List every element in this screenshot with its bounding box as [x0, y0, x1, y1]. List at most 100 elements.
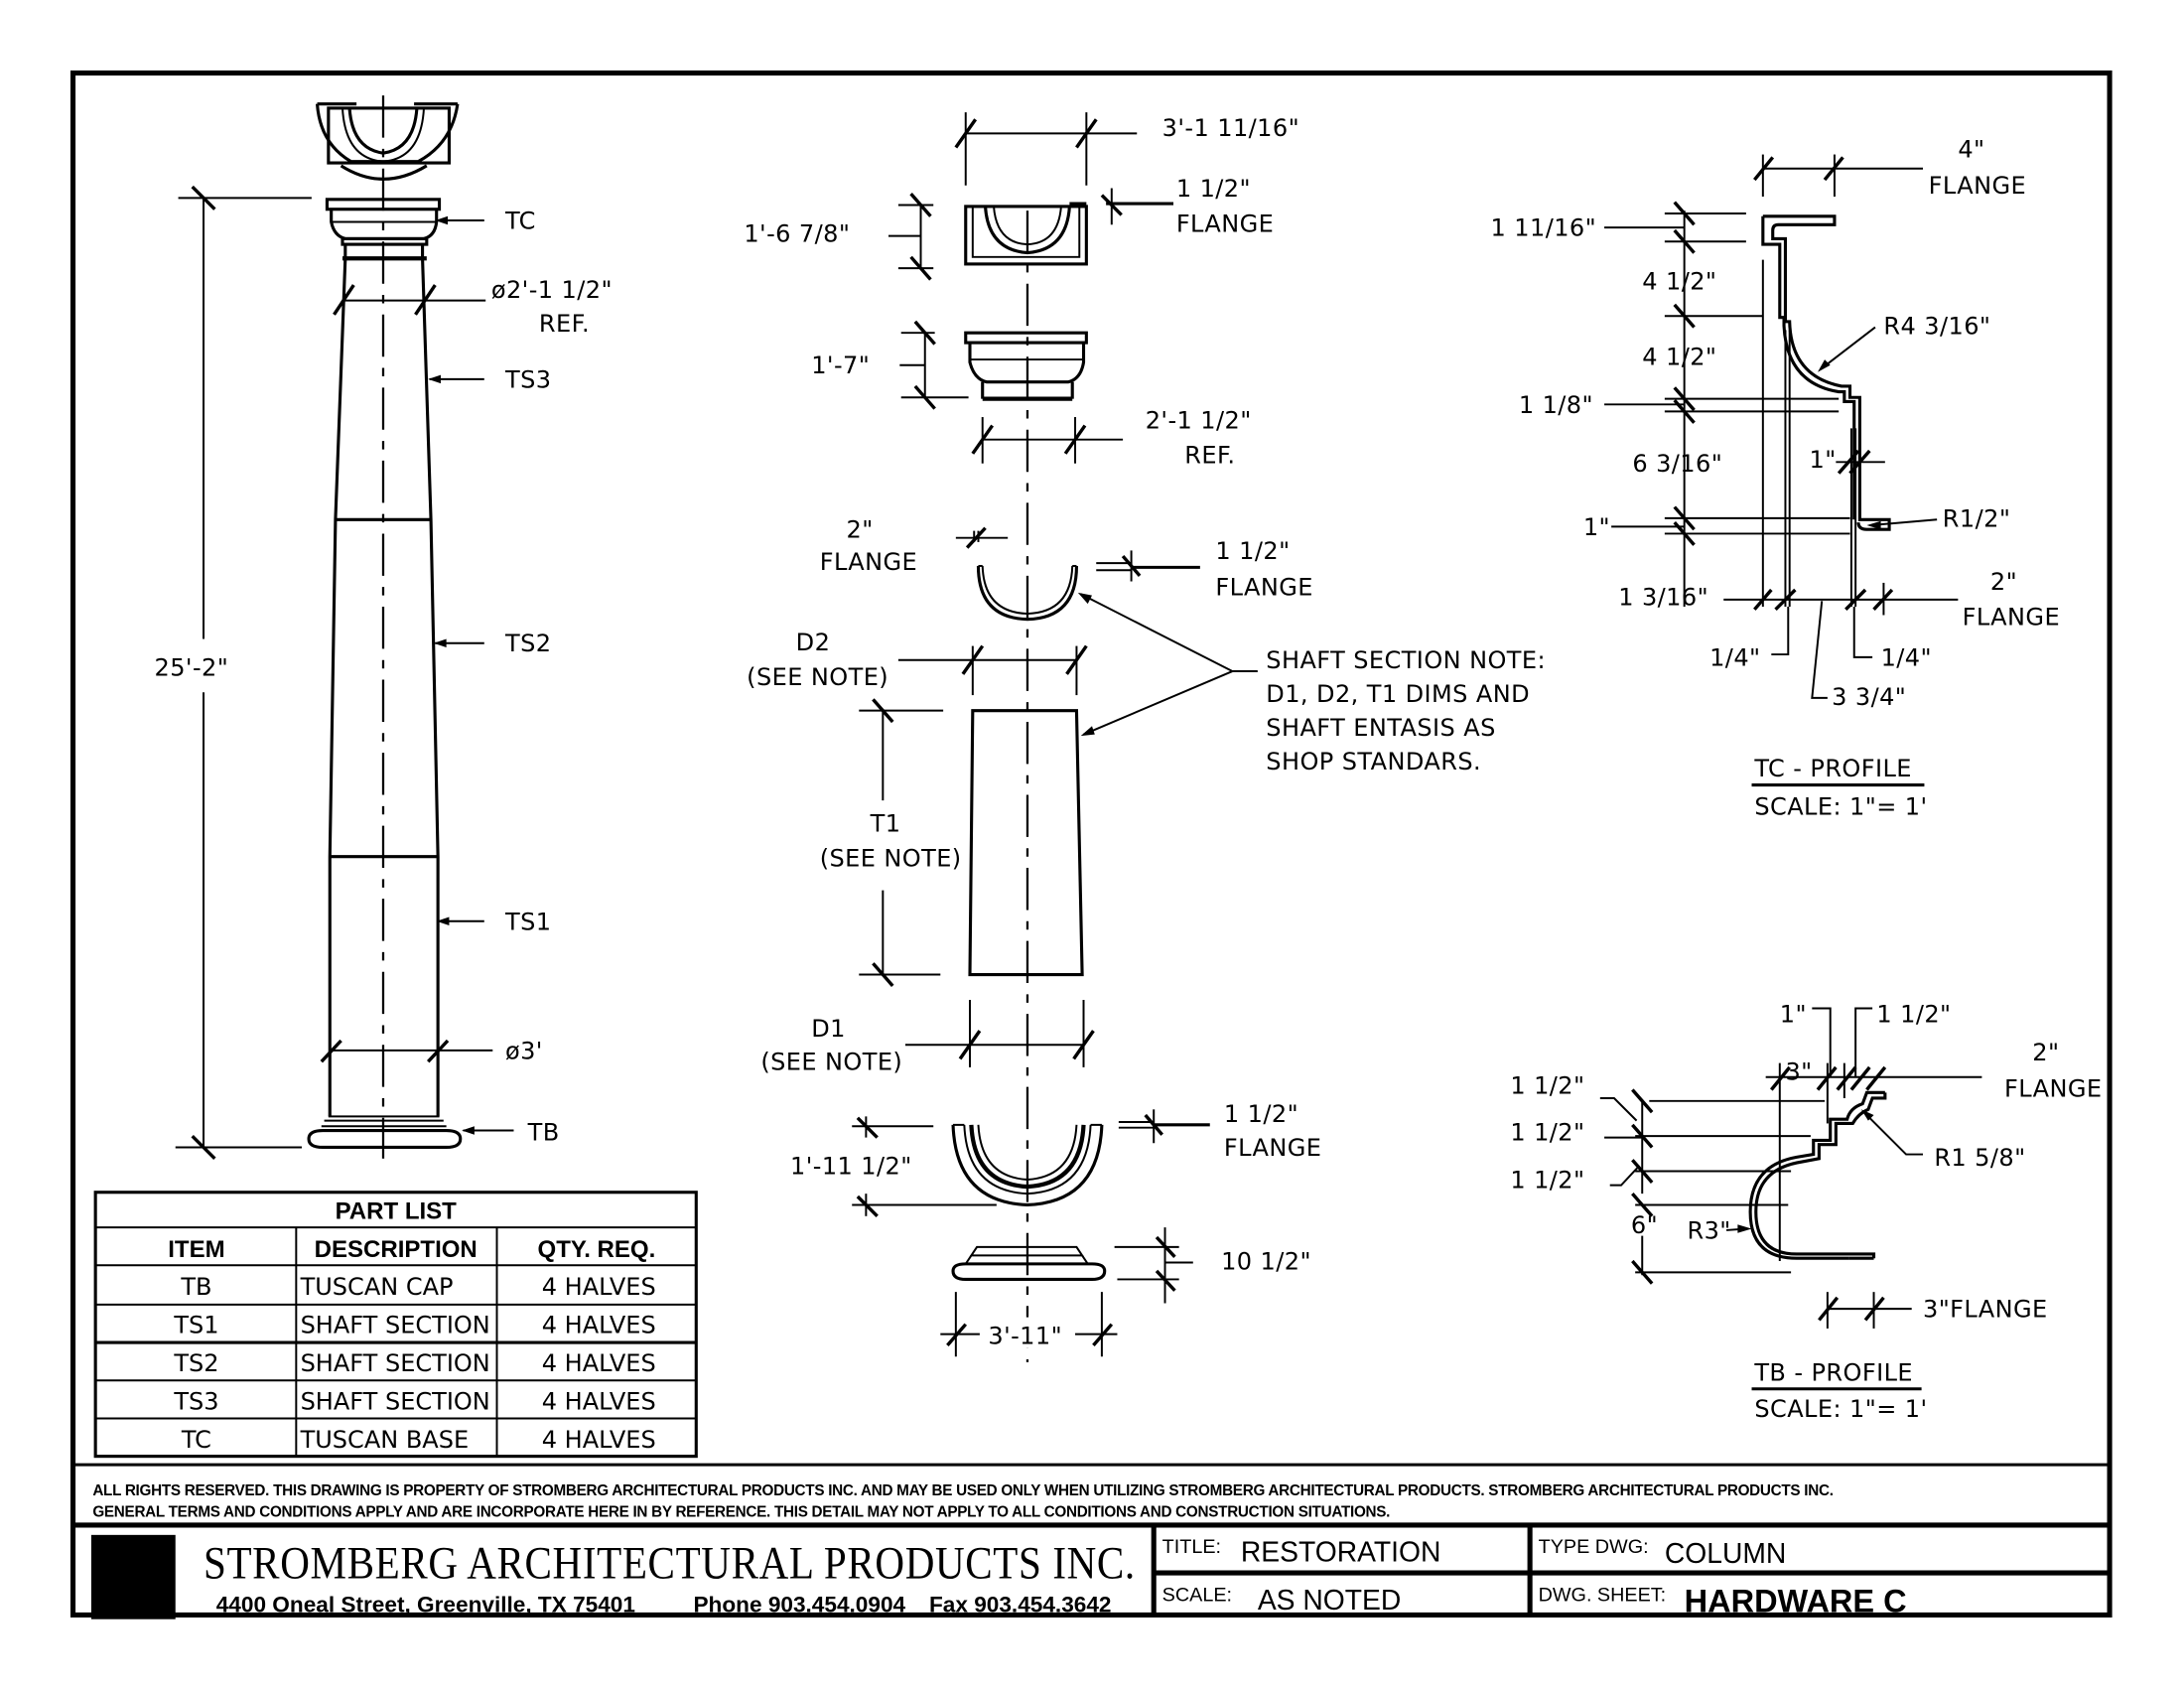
- tb-radius-3: R3": [1687, 1216, 1730, 1244]
- capital-height-label: 1'-7": [811, 352, 870, 379]
- overall-height-label: 25'-2": [155, 653, 229, 681]
- part-item: TS3: [173, 1387, 218, 1415]
- shaft-section-note: SHAFT SECTION NOTE: D1, D2, T1 DIMS AND …: [1077, 592, 1546, 775]
- type-dwg-label: TYPE DWG:: [1539, 1536, 1649, 1558]
- part-qty: 4 HALVES: [542, 1311, 656, 1338]
- part-qty: 4 HALVES: [542, 1273, 656, 1301]
- exploded-shaft-plan: 2" FLANGE 1 1/2" FLANGE: [820, 516, 1312, 622]
- column-elevation: 25'-2" ø2'-1 1/2" REF. ø3' TC TS3 TS2 TS…: [155, 95, 613, 1161]
- part-description: TUSCAN BASE: [300, 1426, 470, 1454]
- type-dwg-value: COLUMN: [1665, 1537, 1786, 1569]
- tc-flange-top-label: 4": [1958, 135, 1984, 163]
- part-description: SHAFT SECTION: [301, 1387, 490, 1415]
- tb-profile-title: TB - PROFILE: [1753, 1358, 1913, 1386]
- note-line-4: SHOP STANDARS.: [1266, 748, 1481, 775]
- shaft-flange-left-label: 2": [847, 516, 874, 544]
- company-logo-block: [90, 1534, 176, 1619]
- base-width-label: 3'-11": [988, 1322, 1062, 1349]
- base-plan-flange-word: FLANGE: [1224, 1134, 1321, 1162]
- cap-height-label: 1'-6 7/8": [744, 219, 850, 247]
- part-description: SHAFT SECTION: [301, 1311, 490, 1338]
- elevation-capital: [325, 198, 442, 261]
- capital-neck-label: 2'-1 1/2": [1146, 406, 1252, 434]
- part-qty: 4 HALVES: [542, 1349, 656, 1377]
- bottom-diameter-label: ø3': [505, 1037, 543, 1064]
- tb-rise-1: 1 1/2": [1510, 1072, 1584, 1100]
- exploded-cap-halfshell: 3'-1 11/16" 1'-6 7/8" 1 1/2" FLANGE: [744, 112, 1299, 281]
- callout-ts3: TS3: [504, 365, 551, 393]
- callout-ts1: TS1: [504, 908, 551, 935]
- tc-flange-bottom-label: 2": [1990, 568, 2017, 596]
- table-row: TS3 SHAFT SECTION 4 HALVES: [173, 1387, 655, 1415]
- elevation-callouts: TC TS3 TS2 TS1 TB: [428, 208, 560, 1146]
- shaft-flange-right-label: 1 1/2": [1215, 537, 1290, 565]
- scale-label: SCALE:: [1162, 1584, 1232, 1606]
- part-list-title: PART LIST: [336, 1198, 458, 1225]
- shaft-flange-left-word: FLANGE: [820, 548, 917, 576]
- part-item: TS2: [173, 1349, 218, 1377]
- part-qty: 4 HALVES: [542, 1387, 656, 1415]
- note-line-2: D1, D2, T1 DIMS AND: [1266, 680, 1530, 708]
- part-item: TC: [181, 1426, 211, 1454]
- tc-flange-top-word: FLANGE: [1929, 172, 2026, 200]
- dwg-sheet-label: DWG. SHEET:: [1539, 1584, 1667, 1606]
- tb-dim-1-1-2-top: 1 1/2": [1876, 1001, 1951, 1029]
- tb-radius-1-5-8: R1 5/8": [1934, 1144, 2025, 1172]
- title-block: ALL RIGHTS RESERVED. THIS DRAWING IS PRO…: [72, 1463, 2111, 1619]
- sheet-border: [69, 70, 2113, 1618]
- tb-dim-1: 1": [1780, 1001, 1807, 1029]
- d1-dimension: D1 (SEE NOTE): [760, 999, 1095, 1076]
- tc-dim-1-4-right: 1/4": [1881, 643, 1932, 671]
- part-list-header-description: DESCRIPTION: [315, 1236, 478, 1263]
- tb-flange-bottom: 3"FLANGE: [1923, 1296, 2048, 1324]
- callout-tb: TB: [527, 1118, 560, 1146]
- table-row: TC TUSCAN BASE 4 HALVES: [181, 1426, 656, 1454]
- dwg-sheet-value: HARDWARE C: [1685, 1584, 1907, 1619]
- disclaimer-line-1: ALL RIGHTS RESERVED. THIS DRAWING IS PRO…: [92, 1482, 1833, 1499]
- tb-flange-top-word: FLANGE: [2004, 1075, 2102, 1103]
- elevation-shaft: [328, 258, 440, 1117]
- top-diameter-label: ø2'-1 1/2": [491, 276, 613, 304]
- tc-profile-detail: 4" FLANGE 1 11/16" 4 1/2" 4 1/2" 1 1/8" …: [1491, 135, 2060, 820]
- bottom-diameter-dimension: ø3': [320, 1037, 543, 1064]
- tb-dim-3: 3": [1785, 1058, 1812, 1086]
- cap-width-label: 3'-1 11/16": [1162, 114, 1299, 142]
- d1-label: D1: [811, 1015, 846, 1043]
- company-fax: Fax 903.454.3642: [929, 1593, 1112, 1618]
- tc-radius-4-3-16: R4 3/16": [1883, 313, 1990, 341]
- t1-label: T1: [870, 809, 901, 837]
- tb-rise-3: 1 1/2": [1510, 1167, 1584, 1195]
- callout-ts2: TS2: [504, 630, 551, 657]
- note-line-1: SHAFT SECTION NOTE:: [1266, 646, 1546, 674]
- part-item: TS1: [173, 1311, 218, 1338]
- table-row: TS1 SHAFT SECTION 4 HALVES: [173, 1311, 655, 1338]
- part-list-header-qty: QTY. REQ.: [538, 1236, 656, 1263]
- d2-see-note: (SEE NOTE): [747, 663, 888, 691]
- tb-profile-detail: 3" 1" 1 1/2" 2" FLANGE 1 1/2" 1 1/2" 1 1…: [1510, 1001, 2102, 1423]
- tc-dim-1-inner: 1": [1809, 446, 1836, 474]
- base-plan-flange-label: 1 1/2": [1224, 1100, 1298, 1128]
- exploded-base-plan: 1'-11 1/2" 1 1/2" FLANGE: [790, 1100, 1321, 1217]
- tb-rise-2: 1 1/2": [1510, 1118, 1584, 1146]
- d2-dimension: D2 (SEE NOTE): [747, 629, 1088, 696]
- part-qty: 4 HALVES: [542, 1426, 656, 1454]
- note-line-3: SHAFT ENTASIS AS: [1266, 714, 1495, 742]
- title-label: TITLE:: [1162, 1536, 1221, 1558]
- d1-see-note: (SEE NOTE): [760, 1049, 902, 1076]
- tc-dim-4-1-2-b: 4 1/2": [1642, 344, 1716, 371]
- cap-flange-word: FLANGE: [1176, 210, 1274, 237]
- exploded-view: 3'-1 11/16" 1'-6 7/8" 1 1/2" FLANGE: [744, 112, 1546, 1362]
- tc-radius-1-2: R1/2": [1943, 504, 2011, 532]
- title-value: RESTORATION: [1241, 1536, 1441, 1568]
- shaft-flange-right-word: FLANGE: [1215, 574, 1312, 602]
- tc-profile-scale: SCALE: 1"= 1': [1754, 792, 1927, 820]
- tc-dim-1-1-8: 1 1/8": [1519, 391, 1593, 419]
- t1-see-note: (SEE NOTE): [820, 845, 962, 873]
- disclaimer-line-2: GENERAL TERMS AND CONDITIONS APPLY AND A…: [92, 1503, 1390, 1520]
- top-diameter-ref: REF.: [539, 310, 590, 338]
